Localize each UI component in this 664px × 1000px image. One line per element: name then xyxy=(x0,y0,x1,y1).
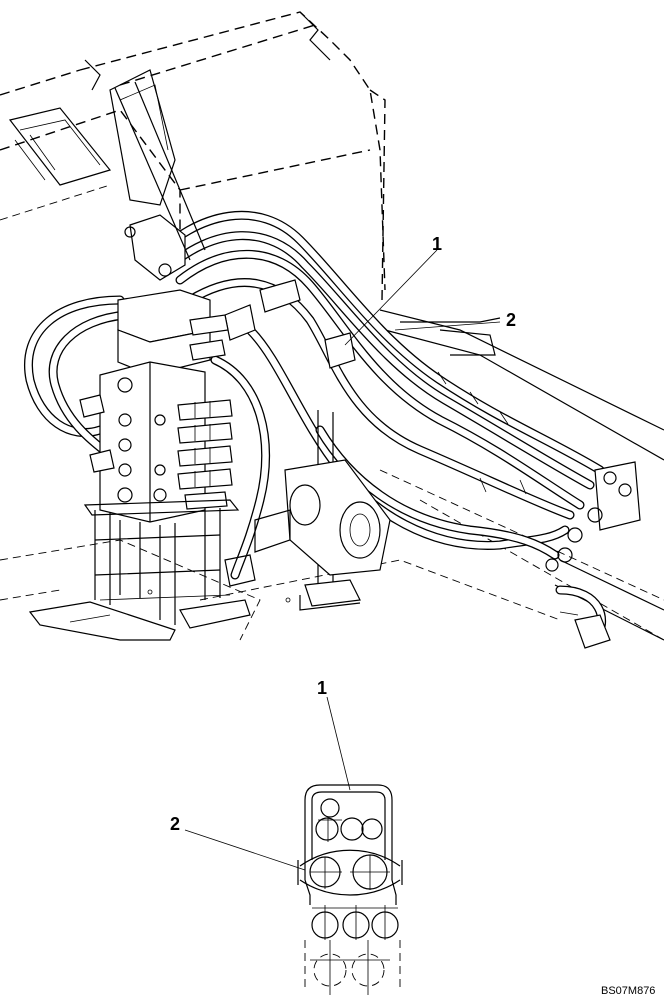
detail-section-view: 1 2 xyxy=(170,678,403,995)
frame-outline xyxy=(0,11,386,301)
section-bracket xyxy=(304,800,397,905)
main-assembly-view: 1 2 xyxy=(0,11,664,649)
detail-callout-1: 1 xyxy=(317,678,327,698)
detail-leader-2 xyxy=(184,829,306,871)
section-hose-circles xyxy=(315,798,383,842)
main-callout-1: 1 xyxy=(432,234,442,254)
upper-bracket xyxy=(114,81,206,281)
hose-bundle xyxy=(24,210,607,645)
valve-stand xyxy=(83,499,240,625)
section-clamp xyxy=(297,849,403,896)
floor-plate xyxy=(0,539,561,641)
control-valve xyxy=(79,289,233,523)
pump-housing xyxy=(224,459,391,587)
detail-callout-2: 2 xyxy=(170,814,180,834)
drawing-reference-code: BS07M876 xyxy=(601,985,655,997)
hose-clamps xyxy=(224,279,356,369)
main-callout-leaders xyxy=(344,249,501,346)
end-fittings xyxy=(545,461,641,649)
detail-leader-1 xyxy=(326,696,351,791)
section-lower-circles xyxy=(304,905,401,995)
main-callout-2: 2 xyxy=(506,310,516,330)
